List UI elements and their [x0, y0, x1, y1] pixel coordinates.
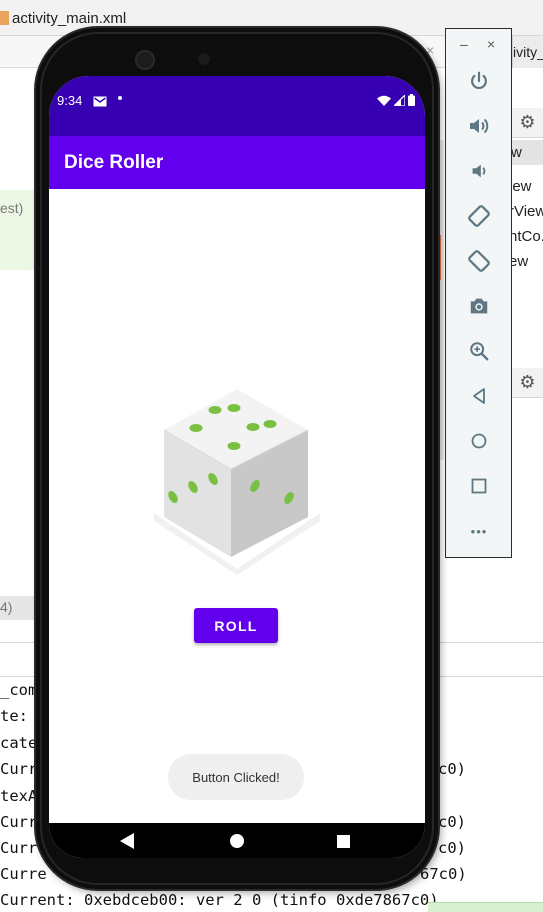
- overview-icon[interactable]: [462, 469, 496, 503]
- dice-pip: [168, 491, 178, 503]
- log-line-tail: c0): [438, 760, 466, 778]
- log-line: Current: 0xebdceb00: ver 2 0 (tinfo 0xde…: [0, 891, 439, 909]
- dice-pip: [189, 424, 203, 432]
- log-line: _com: [0, 681, 38, 699]
- dice-pip: [208, 406, 222, 414]
- dice-image: [154, 389, 320, 575]
- emulator-control-panel: – × •••: [445, 28, 512, 558]
- dice-pip: [246, 423, 260, 431]
- signal-icon: [392, 93, 406, 111]
- left-panel-status: 4): [0, 596, 36, 620]
- control-panel-titlebar: – ×: [446, 29, 511, 63]
- volume-down-icon[interactable]: [462, 154, 496, 188]
- dice-pip: [250, 480, 260, 492]
- editor-tab-label: activity_main.xml: [12, 9, 127, 27]
- log-line: Curr: [0, 760, 38, 778]
- settings-gear-icon-2[interactable]: ⚙: [512, 368, 543, 398]
- rotate-left-icon[interactable]: [462, 199, 496, 233]
- power-icon[interactable]: [462, 64, 496, 98]
- mail-icon: [93, 94, 107, 112]
- log-line: Curre: [0, 865, 47, 883]
- proximity-sensor: [198, 53, 210, 65]
- overview-icon[interactable]: [333, 831, 353, 851]
- phone-rim: [40, 32, 434, 885]
- home-icon[interactable]: [227, 831, 247, 851]
- app-title: Dice Roller: [64, 152, 164, 173]
- log-line-tail: 67c0): [420, 865, 467, 883]
- dice-pip: [284, 492, 294, 504]
- preview-panel-text: est): [0, 200, 24, 216]
- roll-button[interactable]: ROLL: [194, 608, 278, 643]
- log-line: Curr: [0, 839, 38, 857]
- rotate-right-icon[interactable]: [462, 244, 496, 278]
- component-tree-item[interactable]: rView: [509, 203, 543, 220]
- dice-pip: [188, 481, 198, 493]
- close-button[interactable]: ×: [487, 36, 496, 52]
- log-line-tail: c0): [438, 839, 466, 857]
- phone-frame: 9:34 Dice Roller: [36, 28, 438, 889]
- editor-tab-right-label: ivity_m: [513, 44, 543, 60]
- navigation-bar: [49, 823, 425, 858]
- minimize-button[interactable]: –: [460, 36, 468, 52]
- back-icon[interactable]: [462, 379, 496, 413]
- toast-message: Button Clicked!: [168, 754, 304, 800]
- more-icon[interactable]: •••: [470, 523, 488, 539]
- dice-left-face: [164, 430, 231, 557]
- dice-edges: [163, 429, 309, 470]
- status-indicator-bar: [428, 902, 543, 912]
- component-tree-item[interactable]: iew: [509, 178, 532, 195]
- log-line: cate: [0, 734, 38, 752]
- status-time: 9:34: [57, 93, 83, 108]
- zoom-icon[interactable]: [462, 334, 496, 368]
- editor-tab-right[interactable]: ivity_m: [512, 36, 543, 68]
- app-toolbar: Dice Roller: [49, 136, 425, 189]
- status-bar: 9:34: [49, 76, 425, 136]
- wifi-icon: [377, 93, 391, 111]
- dice-pip: [263, 420, 277, 428]
- preview-panel-left: [0, 190, 36, 270]
- settings-gear-icon[interactable]: ⚙: [512, 108, 543, 138]
- log-line: Curr: [0, 813, 38, 831]
- volume-up-icon[interactable]: [462, 109, 496, 143]
- dice-pip: [227, 442, 241, 450]
- log-line-tail: c0): [438, 813, 466, 831]
- log-line: te:: [0, 707, 28, 725]
- component-tree-item[interactable]: ntCo.: [509, 228, 543, 245]
- xml-file-icon: [0, 11, 9, 25]
- tab-close-icon[interactable]: ×: [426, 42, 435, 58]
- home-icon[interactable]: [462, 424, 496, 458]
- logcat-panel: _com te: cate Curr texA Curr Curr Curre …: [0, 676, 543, 912]
- front-camera: [135, 50, 155, 70]
- selection-marker: [437, 235, 441, 280]
- dice-right-face: [231, 430, 308, 557]
- notification-dot: [118, 96, 122, 100]
- camera-icon[interactable]: [462, 289, 496, 323]
- component-tree-item[interactable]: ew: [509, 253, 529, 270]
- app-content: ROLL Button Clicked!: [49, 189, 425, 823]
- editor-tab-activity-main[interactable]: activity_main.xml: [0, 7, 126, 29]
- battery-icon: [408, 93, 415, 111]
- phone-screen: 9:34 Dice Roller: [49, 76, 425, 858]
- log-line: texA: [0, 787, 38, 805]
- dice-pip: [227, 404, 241, 412]
- dice-top-face: [164, 389, 308, 469]
- dice-pip: [208, 473, 218, 485]
- back-icon[interactable]: [117, 831, 137, 851]
